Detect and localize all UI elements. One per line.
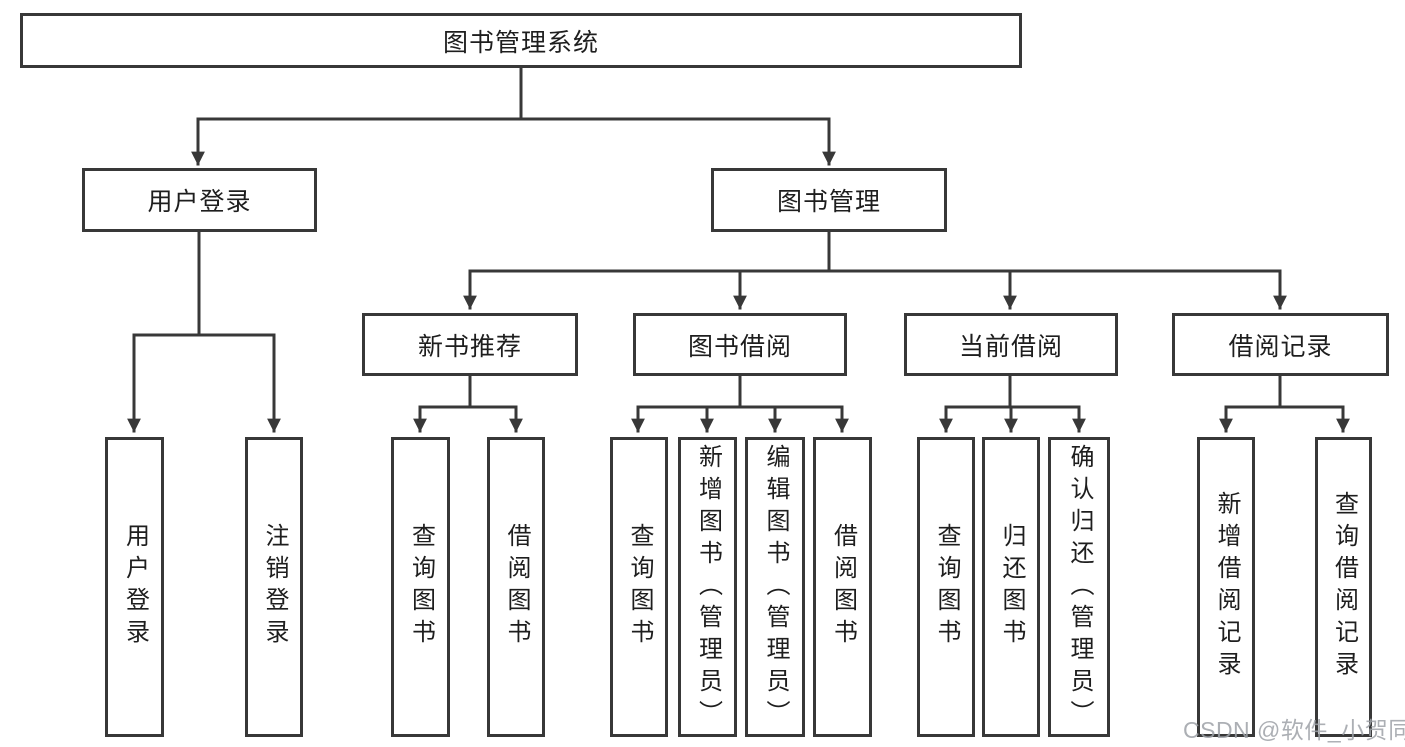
- node-book-management: 图书管理: [711, 168, 947, 232]
- leaf-logout: 注销登录: [245, 437, 303, 737]
- leaf-query-book-recommend: 查询图书: [391, 437, 450, 737]
- leaf-add-book-admin: 新增图书（管理员）: [678, 437, 737, 737]
- node-root: 图书管理系统: [20, 13, 1022, 68]
- leaf-return-book: 归还图书: [982, 437, 1040, 737]
- leaf-edit-book-admin: 编辑图书（管理员）: [745, 437, 805, 737]
- leaf-query-book-current: 查询图书: [917, 437, 975, 737]
- node-borrow-record: 借阅记录: [1172, 313, 1389, 376]
- leaf-user-login: 用户登录: [105, 437, 164, 737]
- leaf-query-borrow-record: 查询借阅记录: [1315, 437, 1372, 737]
- leaf-add-borrow-record: 新增借阅记录: [1197, 437, 1255, 737]
- node-user-login: 用户登录: [82, 168, 317, 232]
- connectors: [127, 66, 1350, 433]
- leaf-borrow-book: 借阅图书: [813, 437, 872, 737]
- leaf-query-book-borrow: 查询图书: [610, 437, 668, 737]
- leaf-borrow-book-recommend: 借阅图书: [487, 437, 545, 737]
- node-new-book-recommend: 新书推荐: [362, 313, 578, 376]
- watermark: CSDN @软件_小贺同学: [1183, 717, 1405, 743]
- node-book-borrow: 图书借阅: [633, 313, 847, 376]
- node-current-borrow: 当前借阅: [904, 313, 1118, 376]
- leaf-confirm-return-admin: 确认归还（管理员）: [1048, 437, 1110, 737]
